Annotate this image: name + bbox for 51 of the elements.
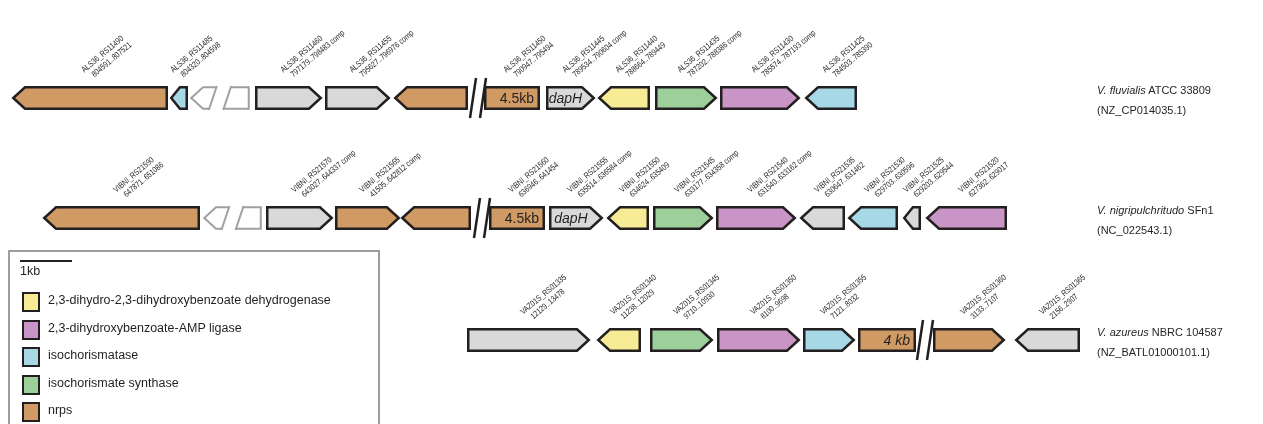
gene-symbol [43, 206, 200, 230]
gene-name: 4.5kb [498, 89, 535, 108]
accession-number: (NC_022543.1) [1097, 224, 1173, 236]
gene-symbol [1015, 328, 1080, 352]
legend-text: nrps [48, 403, 73, 417]
gene-symbol [401, 206, 471, 230]
gene-symbol [597, 328, 641, 352]
gene-symbol [394, 86, 468, 110]
gene-symbol [12, 86, 168, 110]
gene-symbol [717, 328, 800, 352]
gene-symbol [800, 206, 845, 230]
gene-symbol [484, 86, 540, 110]
gene-symbol [848, 206, 898, 230]
gene-symbol [933, 328, 1005, 352]
gene-symbol [716, 206, 796, 230]
gene-symbol [546, 86, 595, 110]
gene-symbol [720, 86, 800, 110]
species-name: V. azureus NBRC 104587 [1097, 326, 1223, 338]
gene-symbol [903, 206, 921, 230]
legend-text: isochorismatase [48, 348, 139, 362]
gene-symbol [607, 206, 649, 230]
gene-symbol [926, 206, 1007, 230]
gene-symbol [549, 206, 603, 230]
gene-symbol [805, 86, 857, 110]
gene-name: dapH [547, 89, 584, 108]
species-name: V. fluvialis ATCC 33809 [1097, 84, 1211, 96]
gene-symbol [858, 328, 916, 352]
scale-label: 1kb [20, 264, 41, 278]
legend-text: 2,3-dihydroxybenzoate-AMP ligase [48, 320, 242, 335]
gene-symbol [803, 328, 855, 352]
legend-text: isochorismate synthase [48, 375, 179, 390]
species-name: (NZ_BATL01000101.1) [1097, 346, 1210, 358]
gene-symbol [650, 328, 713, 352]
species-name: V. nigripulchritudo SFn1 [1097, 204, 1214, 216]
gene-symbol [598, 86, 650, 110]
broken-gene-symbol [203, 206, 262, 230]
legend-text: 2,3-dihydro-2,3-dihydroxybenzoate dehydrogenase [48, 293, 331, 307]
gene-name: dapH [553, 209, 589, 228]
gene-symbol [467, 328, 590, 352]
gene-symbol [653, 206, 713, 230]
gene-symbol [325, 86, 390, 110]
gene-symbol [489, 206, 545, 230]
gene-name: 4 kb [882, 331, 911, 350]
broken-gene-symbol [190, 86, 250, 110]
gene-symbol [170, 86, 188, 110]
gene-name: 4.5kb [503, 209, 540, 228]
gene-symbol [266, 206, 333, 230]
accession-number: (NZ_CP014035.1) [1097, 104, 1187, 116]
gene-symbol [655, 86, 717, 110]
gene-symbol [335, 206, 400, 230]
gene-symbol [255, 86, 322, 110]
